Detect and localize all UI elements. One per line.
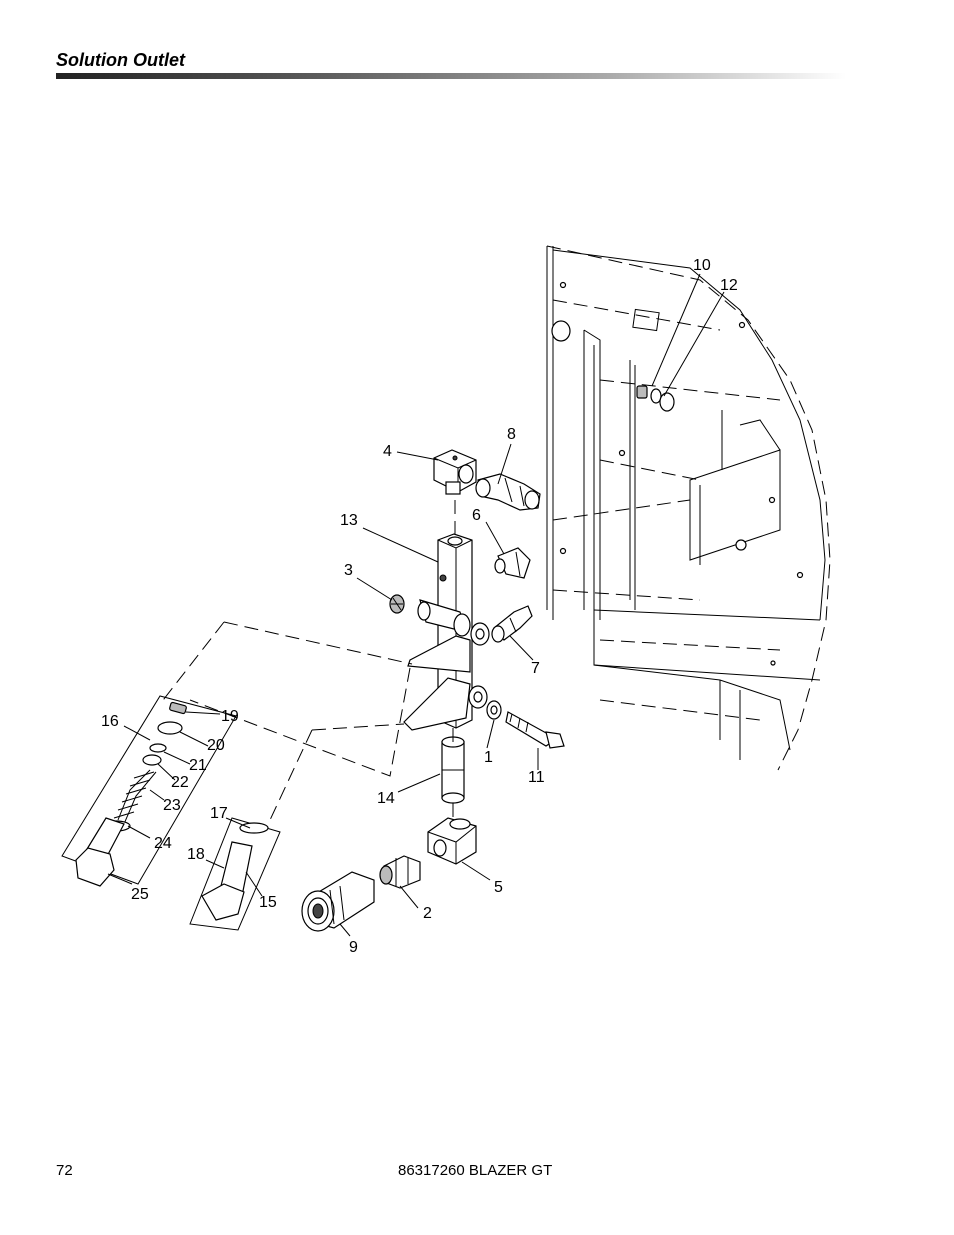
callout-22: 22 [171,774,189,791]
callout-1: 1 [484,749,493,766]
part-11-bolt [505,711,565,749]
callout-21: 21 [189,757,207,774]
bolt-washer-group [636,385,675,412]
part-9-coupler [301,871,375,932]
callout-15: 15 [259,894,277,911]
part-3-plug [389,594,405,614]
callout-3: 3 [344,562,353,579]
part-5-elbow [427,817,477,865]
callout-9: 9 [349,939,358,956]
part-1-washer [486,700,502,720]
part-6-fitting [494,547,531,579]
callout-7: 7 [531,660,540,677]
page-number: 72 [56,1162,73,1179]
callout-8: 8 [507,426,516,443]
callout-6: 6 [472,507,481,524]
part-15-kit [189,817,281,931]
machine-frame [546,245,831,771]
callout-5: 5 [494,879,503,896]
callout-12: 12 [720,277,738,294]
callout-11: 11 [528,769,545,786]
callout-20: 20 [207,737,225,754]
callout-labels: 10 12 8 4 6 13 3 7 1 11 14 5 2 9 16 19 2… [101,257,738,956]
callout-2: 2 [423,905,432,922]
callout-25: 25 [131,886,149,903]
callout-23: 23 [163,797,181,814]
part-14-nipple [441,728,465,818]
callout-10: 10 [693,257,711,274]
callout-13: 13 [340,512,358,529]
callout-4: 4 [383,443,392,460]
callout-19: 19 [221,708,239,725]
section-title: Solution Outlet [56,50,185,70]
header-rule [56,73,846,79]
document-title: 86317260 BLAZER GT [398,1162,553,1179]
exploded-guides [159,621,413,821]
part-2-hex-nipple [379,855,421,889]
leader-lines [107,273,725,937]
part-7-elbow [491,605,533,643]
section-header: Solution Outlet [56,50,846,82]
callout-18: 18 [187,846,205,863]
callout-17: 17 [210,805,228,822]
valve-assembly [407,599,490,673]
callout-24: 24 [154,835,172,852]
part-8-elbow [475,473,541,511]
part-16-kit [61,695,237,887]
callout-14: 14 [377,790,395,807]
lower-valve [403,677,488,731]
part-4-block [433,449,477,495]
callout-16: 16 [101,713,119,730]
